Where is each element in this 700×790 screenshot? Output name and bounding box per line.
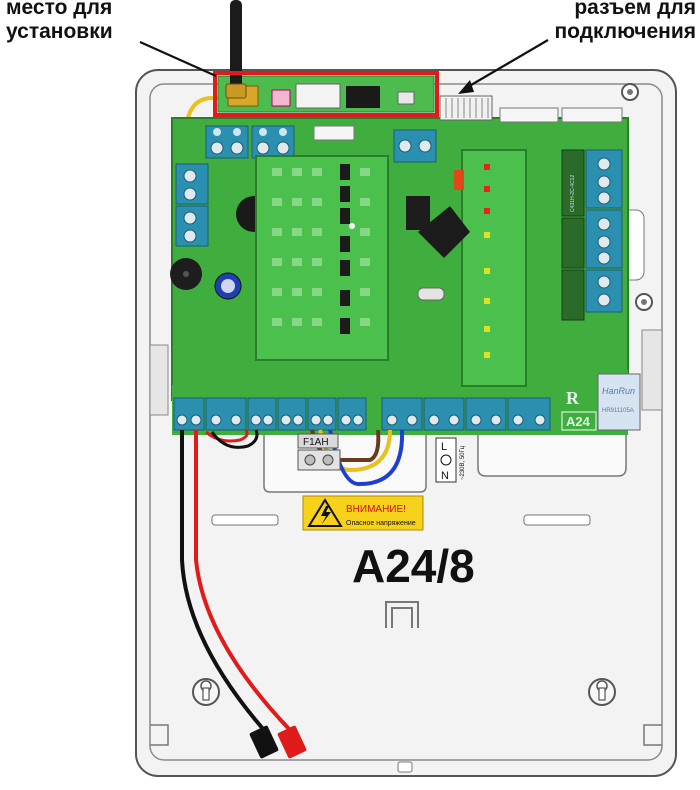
gsm-small-chip: [397, 91, 415, 105]
header-white-top: [313, 125, 355, 141]
gsm-pink-part: [271, 89, 291, 107]
latch-tab: [385, 601, 419, 628]
processor-chip: [418, 206, 470, 258]
bottom-notch: [397, 761, 413, 773]
callout-right-line2: подключения: [554, 20, 696, 43]
ground-symbol-icon: [440, 454, 452, 466]
relay-3: [561, 269, 585, 321]
pcb: [171, 117, 629, 401]
model-badge: A24: [566, 414, 591, 429]
install-location-highlight: [213, 71, 439, 117]
keyhole-left: [192, 678, 220, 706]
connector-red: [277, 725, 307, 759]
callout-left-pointer: [139, 40, 217, 78]
side-recess-left: [149, 344, 169, 416]
wire-red: [194, 430, 292, 732]
wire-loop-black: [210, 429, 259, 449]
mains-screw-1: [304, 454, 316, 466]
terminal-block-right-3: [585, 269, 623, 313]
ethernet-jack: [597, 373, 641, 431]
cable-cavity-right: [477, 430, 627, 477]
buzzer-hole: [183, 271, 189, 277]
mounting-hole-top-right: [621, 83, 639, 101]
daughter-board-second-leds: [484, 164, 490, 358]
mains-label-box: [435, 437, 457, 483]
antenna-base: [225, 83, 247, 99]
gsm-connector-white: [295, 83, 341, 109]
mains-terminal: [297, 449, 341, 471]
callout-right-line1: разъем для: [574, 0, 696, 19]
bottom-clip-left: [150, 724, 169, 746]
terminal-block-left-2: [175, 205, 209, 247]
top-connector-white: [439, 95, 493, 121]
relay-2: [561, 217, 585, 269]
mains-l-label: L: [441, 441, 447, 453]
callout-install-location: место для установки: [6, 0, 113, 44]
ethernet-brand: HanRun: [602, 386, 635, 396]
top-header-right: [499, 107, 559, 123]
callout-left-line1: место для: [6, 0, 113, 19]
model-title: A24/8: [352, 540, 475, 592]
ethernet-part: HR911105A: [602, 408, 634, 414]
relay-1-label: C431H-2C-4C12: [570, 175, 576, 212]
brand-letter: R: [566, 388, 580, 408]
mounting-hole-right: [635, 293, 653, 311]
terminal-row-bottom-screws: [176, 414, 546, 426]
terminal-block-top-3: [393, 129, 437, 163]
mains-n-label: N: [441, 470, 449, 482]
fuse-label: F1AH: [303, 437, 329, 448]
daughter-board-chips: [340, 164, 350, 334]
antenna: [230, 0, 242, 96]
warning-title: ВНИМАНИЕ!: [346, 504, 406, 515]
keyhole-right: [588, 678, 616, 706]
crystal: [417, 287, 445, 301]
capacitor-large-top: [221, 279, 235, 293]
gsm-black-part: [346, 86, 380, 108]
callout-left-line2: установки: [6, 20, 113, 43]
callout-right-arrowhead: [458, 80, 474, 94]
wire-black: [180, 430, 266, 732]
orange-component: [454, 170, 464, 190]
terminal-block-right-2: [585, 209, 623, 269]
terminal-block-top-2: [251, 125, 295, 159]
top-header-far-right: [561, 107, 623, 123]
slot-left: [211, 514, 279, 526]
connector-black: [249, 725, 279, 759]
terminal-row-bottom: [173, 397, 551, 431]
top-connector-ribs: [445, 98, 489, 118]
daughter-board-second: [461, 149, 527, 387]
callout-right-pointer: [465, 39, 549, 89]
model-badge-box: [561, 411, 597, 431]
slot-right: [523, 514, 591, 526]
chip-small: [406, 196, 430, 230]
warning-subtitle: Опасное напряжение: [346, 520, 416, 527]
bottom-clip-right: [643, 724, 662, 746]
mains-screw-2: [322, 454, 334, 466]
relay-1: C431H-2C-4C12: [561, 149, 585, 217]
terminal-block-right-1: [585, 149, 623, 209]
lightning-icon: [321, 506, 331, 524]
mains-voltage: ~230В, 50Гц: [460, 445, 466, 480]
daughter-board-grid: [272, 168, 370, 326]
fuse-holder: [297, 433, 339, 449]
side-recess-right: [641, 329, 663, 411]
terminal-block-top-1: [205, 125, 249, 159]
daughter-board-led: [349, 223, 355, 229]
terminal-block-left-1: [175, 163, 209, 205]
callout-connector: разъем для подключения: [554, 0, 696, 44]
